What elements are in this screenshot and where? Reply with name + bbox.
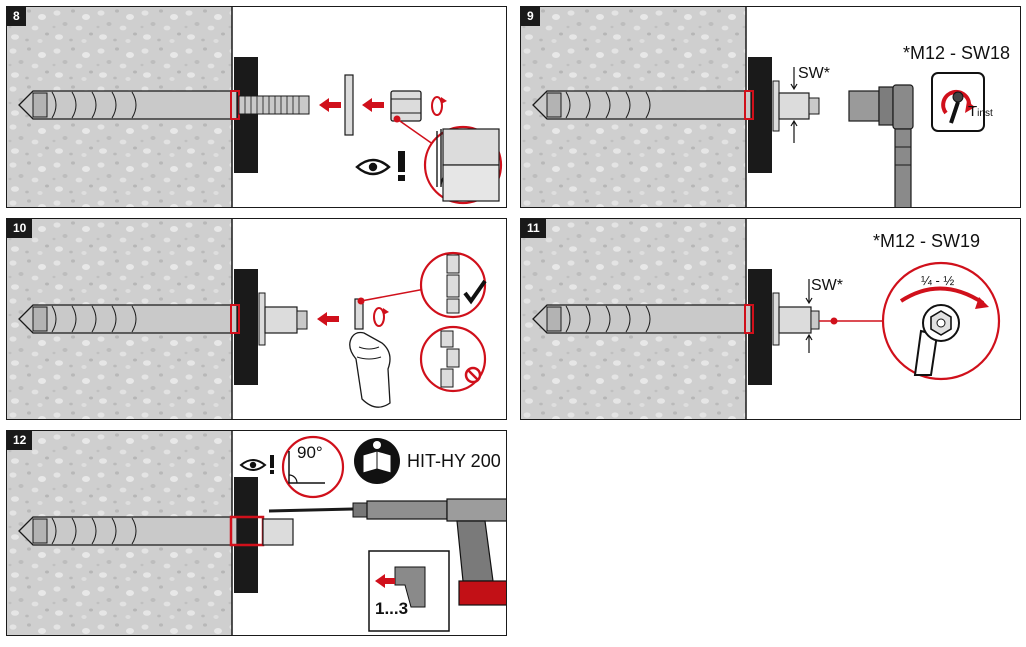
anchor-rod [532,90,752,120]
step-number: 12 [7,431,33,450]
nut [262,518,294,546]
wrench-size-label: SW* [811,277,843,294]
step-number: 8 [7,7,26,26]
step-12-panel: 12 [6,430,507,636]
torque-label: Tinst [968,103,993,120]
nut [264,306,298,334]
step-8-illustration [7,7,503,207]
product-label: HIT-HY 200 [407,451,501,471]
wrench-size-label: SW* [798,65,830,82]
torque-main: T [968,103,978,120]
stroke-inset [368,550,450,632]
spec-label: *M12 - SW19 [873,231,981,251]
rotate-arrow-icon [431,96,447,116]
socket-wrench-icon [848,84,914,207]
anchor-rod [18,90,238,120]
hand-holding-nut [349,298,391,408]
washer [344,74,354,136]
correct-detail [419,251,487,319]
step-10-illustration [7,219,487,419]
step-8-panel: 8 [6,6,507,208]
exclamation-icon [270,455,274,474]
anchor-rod [18,516,238,546]
angle-label: 90° [297,443,323,462]
step-12-illustration [7,431,506,635]
step-11-panel: 11 SW* *M12 - SW19 ¼ - ½ [520,218,1021,420]
arrow-right-icon [375,574,395,588]
checkmark-icon [463,279,487,305]
step-number: 10 [7,219,33,238]
incorrect-detail [419,325,487,393]
step-9-illustration [521,7,985,207]
washer [772,292,780,346]
exclamation-icon [398,151,405,181]
threaded-end [238,95,310,115]
stroke-range-label: 1...3 [375,599,409,618]
step-9-panel: 9 SW* *M12 - SW18 Tinst [520,6,1021,208]
step-number: 9 [521,7,540,26]
turn-fraction-label: ¼ - ½ [921,273,955,288]
read-manual-icon [354,438,400,484]
step-10-panel: 10 [6,218,507,420]
arrow-left-icon [362,98,384,112]
torque-sub: inst [977,108,993,119]
anchor-rod [18,304,238,334]
step-11-illustration [521,219,1001,419]
dispenser-icon [268,498,506,606]
eye-icon [355,158,391,176]
eye-icon [239,459,267,471]
washer [772,80,780,132]
prohibited-icon [464,366,482,384]
nut [778,306,812,334]
spec-label: *M12 - SW18 [903,43,1011,63]
step-number: 11 [521,219,546,238]
fixture-plate [234,477,258,593]
detail-magnifier [423,125,503,205]
torque-wrench-icon [931,72,985,132]
wrench-icon [881,261,1001,381]
anchor-rod [532,304,752,334]
rotate-arrow-icon [373,307,389,327]
angle-gauge-icon [281,435,345,499]
arrow-left-icon [317,312,339,326]
nut [778,92,810,120]
washer [258,292,266,346]
arrow-left-icon [319,98,341,112]
